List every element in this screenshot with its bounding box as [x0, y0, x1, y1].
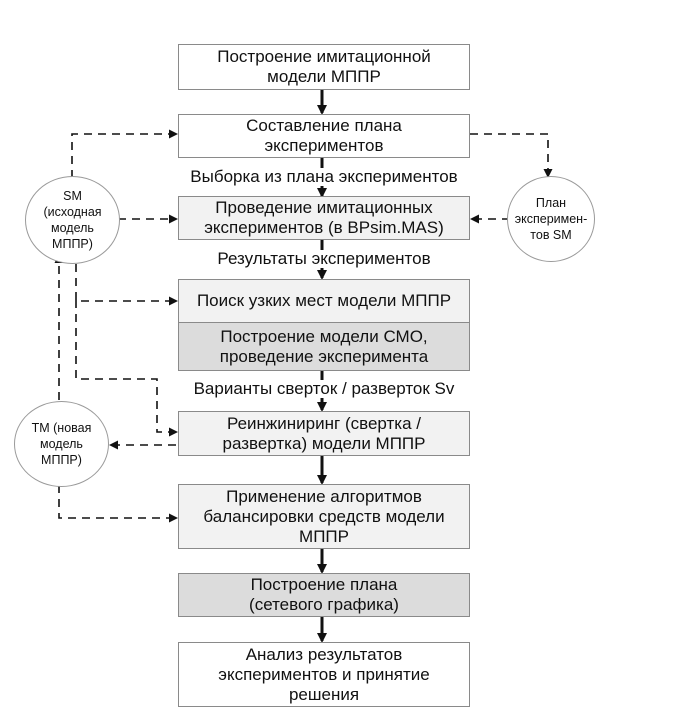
dash-sm-to-b4 [75, 264, 178, 306]
dash-b2-to-plan [470, 133, 553, 178]
box-reengineering: Реинжиниринг (свертка / развертка) модел… [178, 411, 470, 456]
dash-tm-to-b7 [58, 485, 178, 523]
dash-sm-to-b2 [71, 129, 178, 178]
label-experiment-results: Результаты экспериментов [217, 249, 431, 268]
box-build-simulation-model: Построение имитационной модели МППР [178, 44, 470, 90]
circle-source-model-sm: SM (исходная модель МППР) [25, 176, 120, 264]
circle-new-model-tm: ТМ (новая модель МППР) [14, 401, 109, 487]
box-run-simulation-experiments: Проведение имитационных экспериментов (в… [178, 196, 470, 240]
box-network-schedule: Построение плана (сетевого графика) [178, 573, 470, 617]
box-experiment-plan: Составление плана экспериментов [178, 114, 470, 158]
box-queue-model: Построение модели СМО, проведение экспер… [178, 322, 470, 371]
label-sample-from-plan: Выборка из плана экспериментов [190, 167, 458, 186]
label-convolution-variants: Варианты сверток / разверток Sv [193, 379, 455, 398]
circle-experiment-plan-sm: План эксперимен- тов SM [507, 176, 595, 262]
dash-sm-to-b6 [75, 300, 178, 437]
box-find-bottlenecks: Поиск узких мест модели МППР [178, 279, 470, 323]
box-analysis-decision: Анализ результатов экспериментов и приня… [178, 642, 470, 707]
box-balancing-algorithms: Применение алгоритмов балансировки средс… [178, 484, 470, 549]
